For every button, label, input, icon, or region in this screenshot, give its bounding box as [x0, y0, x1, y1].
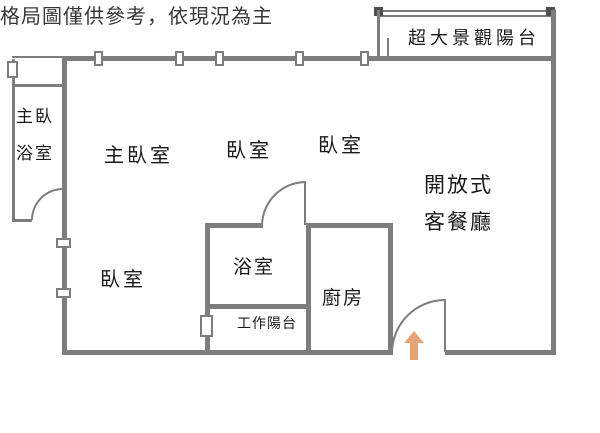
entry-arrow-icon — [404, 331, 426, 361]
window-top-2 — [175, 51, 184, 66]
entry-arrow-stem — [410, 342, 418, 360]
masterbath-door-arc — [31, 188, 63, 220]
label-bedroom-top-mid: 臥室 — [226, 140, 272, 162]
balcony-wall-left — [377, 10, 380, 59]
window-left-1 — [56, 238, 71, 248]
label-master-bath-line1: 主臥 — [16, 107, 54, 126]
label-master-bedroom: 主臥室 — [104, 145, 173, 167]
wall-utility-top — [205, 304, 311, 309]
window-left-2 — [56, 288, 71, 298]
wall-kitchen-right — [388, 223, 393, 355]
label-living-line2: 客餐廳 — [424, 210, 493, 234]
window-top-4 — [295, 51, 304, 66]
window-masterbath — [7, 61, 18, 78]
label-master-bath-line2: 浴室 — [16, 143, 54, 163]
balcony-railing-outer — [377, 10, 556, 12]
label-kitchen: 廚房 — [322, 288, 365, 309]
window-top-1 — [94, 51, 103, 66]
wall-masterbath-bottom — [12, 219, 32, 222]
wall-inner-left — [205, 223, 210, 355]
label-master-bath: 主臥 浴室 — [16, 99, 56, 172]
wall-masterbath-top — [12, 84, 65, 87]
wall-kitchen-top — [306, 223, 393, 228]
label-bedroom-top-right: 臥室 — [318, 135, 364, 157]
bathroom-door-arc — [261, 181, 306, 226]
label-balcony: 超大景觀陽台 — [408, 28, 540, 48]
label-living-line1: 開放式 — [424, 174, 493, 197]
balcony-divider-wall — [387, 38, 389, 56]
wall-right — [551, 10, 556, 355]
label-utility-balcony: 工作陽台 — [237, 315, 297, 331]
wall-bottom-east — [445, 350, 556, 355]
caption: 格局圖僅供參考，依現況為主 — [0, 6, 273, 28]
wall-bottom-west — [62, 350, 393, 355]
wall-masterbath-left — [12, 59, 15, 222]
entry-arrow-head — [404, 331, 424, 343]
label-bathroom: 浴室 — [233, 257, 276, 278]
window-top-3 — [215, 51, 224, 66]
entry-door-leaf — [444, 299, 446, 352]
label-living-dining: 開放式 客餐廳 — [424, 168, 514, 242]
window-utility — [200, 315, 213, 337]
window-top-5 — [360, 51, 369, 66]
wall-kitchen-left — [306, 223, 311, 355]
wall-topleft-stub — [12, 56, 65, 58]
wall-top — [62, 56, 556, 61]
balcony-railing-inner — [377, 15, 556, 17]
wall-left — [62, 56, 67, 355]
balcony-railing-cap-right — [546, 7, 555, 16]
label-bedroom-lower: 臥室 — [100, 269, 146, 291]
wall-bathroom-top — [205, 223, 263, 228]
